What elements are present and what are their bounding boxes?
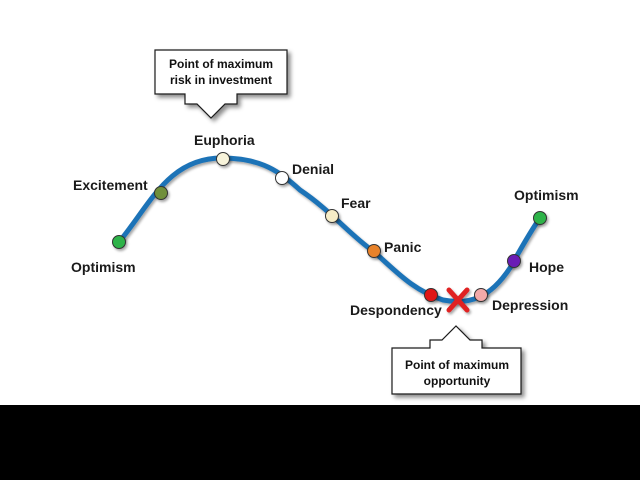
x-mark-icon: [446, 287, 470, 313]
stage-label-despondency: Despondency: [350, 302, 442, 318]
stage-dot-euphoria: [216, 152, 230, 166]
stage-dots: [112, 152, 547, 302]
stage-label-fear: Fear: [341, 195, 371, 211]
emotion-cycle-curve: [116, 155, 543, 304]
stage-dot-denial: [275, 171, 289, 185]
stage-dot-fear: [325, 209, 339, 223]
bottom-callout-line1: Point of maximum: [405, 358, 509, 372]
x-mark-stroke-2: [446, 287, 470, 313]
stage-label-denial: Denial: [292, 161, 334, 177]
stage-dot-hope: [507, 254, 521, 268]
stage-label-excitement: Excitement: [73, 177, 148, 193]
stage-dot-optimism-start: [112, 235, 126, 249]
stage-label-optimism-start: Optimism: [71, 259, 136, 275]
stage-label-hope: Hope: [529, 259, 564, 275]
stage-dot-depression: [474, 288, 488, 302]
bottom-callout-line2: opportunity: [424, 374, 491, 388]
bottom-callout-shape: [391, 325, 522, 395]
top-callout-shape: [154, 49, 288, 119]
top-callout: [154, 49, 288, 119]
stage-label-panic: Panic: [384, 239, 422, 255]
stage-dot-excitement: [154, 186, 168, 200]
stage-dot-optimism-end: [533, 211, 547, 225]
stage-label-depression: Depression: [492, 297, 568, 313]
stage-dot-panic: [367, 244, 381, 258]
bottom-callout: [391, 325, 522, 395]
stage-dot-despondency: [424, 288, 438, 302]
top-callout-line1: Point of maximum: [169, 57, 273, 71]
stage-label-optimism-end: Optimism: [514, 187, 579, 203]
top-callout-line2: risk in investment: [170, 73, 272, 87]
footer-band: [0, 405, 640, 480]
stage-label-euphoria: Euphoria: [194, 132, 255, 148]
